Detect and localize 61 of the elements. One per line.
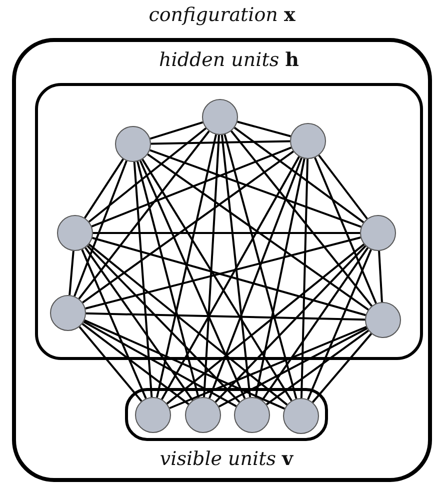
connection-line [214,245,366,403]
connection-line [318,154,368,220]
connection-line [78,130,210,300]
connection-line [220,134,252,398]
connection-line [83,320,237,408]
connection-line [139,160,246,399]
connection-line [234,126,364,224]
connection-line [150,140,290,145]
connection-line [147,154,369,310]
connection-line [300,158,309,398]
unit-circle [57,215,93,251]
connection-line [78,326,142,402]
group-label: configuration x [148,3,296,27]
connection-line [86,245,240,403]
connection-line [166,244,365,404]
unit-circle [290,123,326,159]
connection-line [150,121,204,140]
connection-line [156,134,218,398]
connection-line [237,120,291,138]
unit-circle [365,302,401,338]
connection-line [82,323,190,405]
connection-line [84,319,285,410]
connection-line [254,158,306,398]
connection-line [224,134,298,399]
connection-line [312,333,372,403]
connection-line [378,250,383,302]
unit-circle [135,397,171,433]
group-label: visible units v [160,447,294,471]
unit-circle [283,398,319,434]
connection-line [81,249,147,399]
connection-line [150,149,362,228]
connection-line [93,232,360,234]
connection-line [88,127,207,223]
connection-line [133,162,153,398]
connection-line [86,312,366,321]
connection-line [161,156,300,400]
unit-circle [115,126,151,162]
connection-line [91,146,292,228]
connection-line [261,247,369,401]
connection-line [84,247,194,401]
connection-line [169,326,367,410]
connection-line [68,250,74,296]
connection-line [314,157,377,304]
connection-line [136,161,200,398]
connection-line [84,158,124,218]
unit-circle [234,397,270,433]
connection-line [203,134,220,398]
connection-line [74,160,128,297]
group-label: hidden units h [159,48,299,72]
connection-line [88,244,288,406]
connection-line [208,157,302,399]
connection-line [82,150,294,304]
connection-line [266,330,370,406]
unit-circle [202,99,238,135]
connection-line [142,158,292,402]
unit-circle [50,295,86,331]
connection-line [218,328,368,408]
unit-circle [360,215,396,251]
unit-circle [185,397,221,433]
connection-line [230,130,372,307]
connection-line [307,249,372,400]
